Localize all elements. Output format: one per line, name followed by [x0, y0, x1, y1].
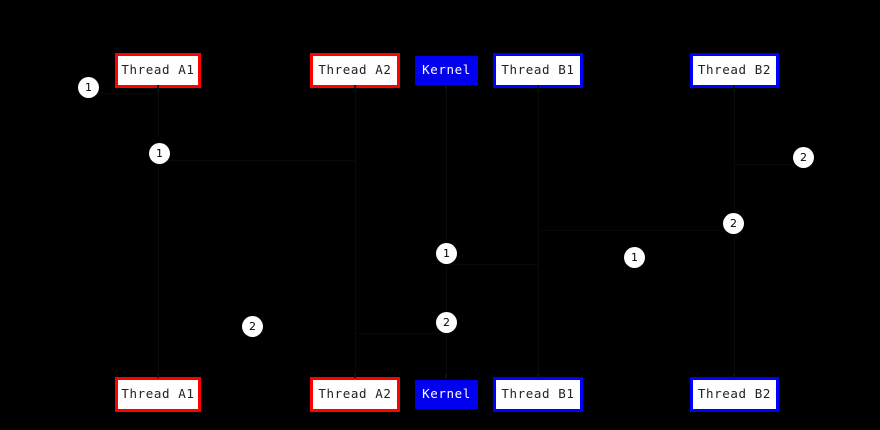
participant-thread-b1-bottom[interactable]: Thread B1 — [493, 377, 583, 412]
lifeline-nub-b2-bottom — [733, 374, 735, 378]
sequence-badge-number: 1 — [85, 81, 92, 94]
lifeline-nub-a2-top — [354, 85, 356, 89]
sequence-badge: 1 — [78, 77, 99, 98]
participant-thread-a2-bottom[interactable]: Thread A2 — [310, 377, 400, 412]
lifeline-thread-a2 — [355, 88, 356, 377]
message-arrow-2 — [158, 160, 355, 161]
participant-thread-a1-bottom[interactable]: Thread A1 — [115, 377, 201, 412]
participant-thread-b2-top[interactable]: Thread B2 — [690, 53, 779, 88]
participant-thread-b1-top[interactable]: Thread B1 — [493, 53, 583, 88]
participant-thread-b2-bottom[interactable]: Thread B2 — [690, 377, 779, 412]
lifeline-nub-b2-top — [733, 85, 735, 89]
lifeline-thread-b1 — [538, 88, 539, 377]
sequence-badge-number: 1 — [156, 147, 163, 160]
sequence-badge-number: 2 — [249, 320, 256, 333]
message-arrow-5 — [446, 264, 538, 265]
participant-label: Thread B1 — [501, 386, 575, 402]
message-arrow-3 — [734, 164, 794, 165]
sequence-badge: 2 — [436, 312, 457, 333]
lifeline-nub-a1-top — [157, 85, 159, 89]
lifeline-thread-a1 — [158, 88, 159, 377]
participant-label: Thread B1 — [501, 62, 575, 78]
participant-thread-a1-top[interactable]: Thread A1 — [115, 53, 201, 88]
sequence-badge: 1 — [149, 143, 170, 164]
participant-kernel-bottom[interactable]: Kernel — [415, 380, 478, 409]
lifeline-kernel — [446, 88, 447, 377]
participant-label: Thread A1 — [121, 386, 195, 402]
sequence-badge-number: 2 — [443, 316, 450, 329]
participant-label: Thread A2 — [318, 62, 392, 78]
lifeline-nub-kernel-top — [445, 85, 447, 89]
participant-label: Thread A2 — [318, 386, 392, 402]
message-arrow-4 — [538, 230, 734, 231]
sequence-badge: 2 — [723, 213, 744, 234]
participant-label: Thread B2 — [697, 62, 772, 78]
sequence-badge: 1 — [436, 243, 457, 264]
participant-thread-a2-top[interactable]: Thread A2 — [310, 53, 400, 88]
lifeline-nub-b1-top — [537, 85, 539, 89]
sequence-badge: 1 — [624, 247, 645, 268]
participant-label: Kernel — [422, 62, 471, 78]
sequence-badge-number: 2 — [730, 217, 737, 230]
message-arrow-1 — [98, 93, 158, 94]
sequence-badge-number: 2 — [800, 151, 807, 164]
participant-kernel-top[interactable]: Kernel — [415, 56, 478, 85]
sequence-badge: 2 — [242, 316, 263, 337]
participant-label: Thread A1 — [121, 62, 195, 78]
participant-label: Thread B2 — [697, 386, 772, 402]
sequence-badge-number: 1 — [443, 247, 450, 260]
message-arrow-6 — [355, 333, 446, 334]
sequence-badge: 2 — [793, 147, 814, 168]
lifeline-nub-a2-bottom — [354, 374, 356, 378]
participant-label: Kernel — [422, 386, 471, 402]
lifeline-nub-kernel-bottom — [445, 374, 447, 378]
lifeline-nub-b1-bottom — [537, 374, 539, 378]
lifeline-nub-a1-bottom — [157, 374, 159, 378]
sequence-badge-number: 1 — [631, 251, 638, 264]
